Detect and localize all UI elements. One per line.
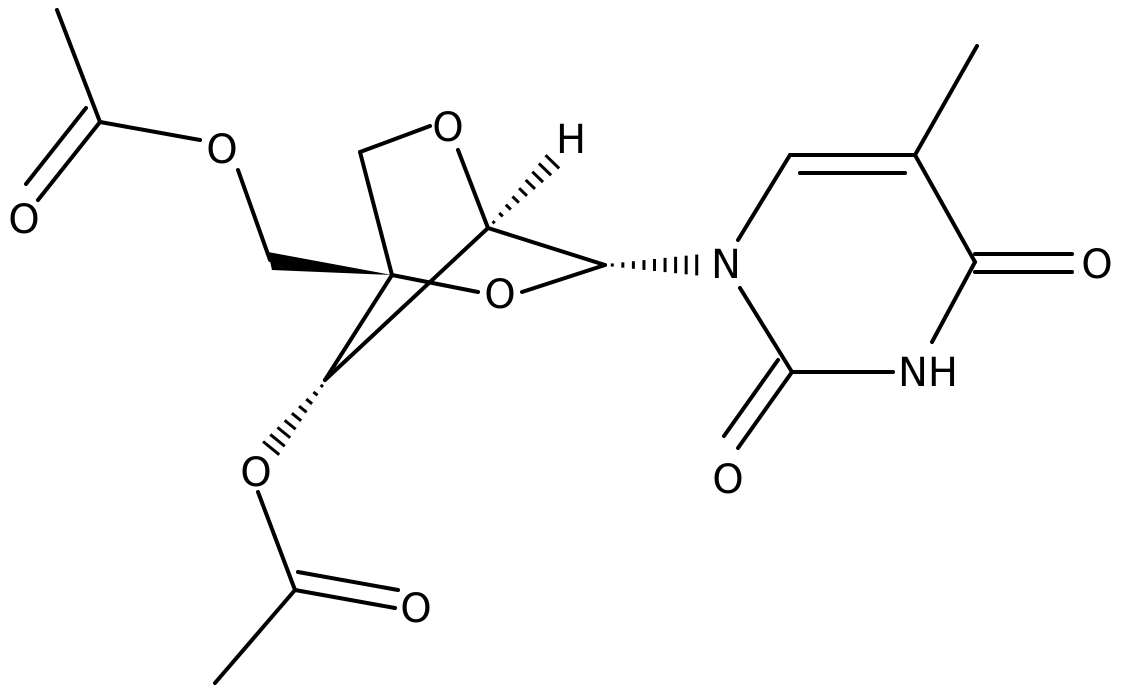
atom-n1: N: [711, 242, 741, 288]
bond-methyl-carbonyl-lower: [213, 588, 297, 685]
hash-bond-c2-h: [491, 154, 561, 225]
atom-label-n: N: [711, 242, 741, 288]
atom-o-carbonyl-upper: O: [8, 197, 39, 243]
atom-label-nh: NH: [898, 350, 958, 396]
atom-o-carbonyl-lower: O: [400, 586, 431, 632]
bond-c5-methyl: [913, 44, 979, 157]
hash-bond-c3-o: [262, 383, 324, 456]
atom-label-h: H: [556, 117, 586, 163]
atom-o-carbonyl-c2: O: [712, 457, 743, 503]
bond-carbonyl-o-upper-1: [36, 120, 102, 202]
atom-labels: O O H N O NH O O O O O: [8, 105, 1112, 632]
bond-c2-o-1: [736, 370, 794, 450]
hash-stroke: [305, 397, 314, 405]
bond-c4-n3: [930, 260, 977, 344]
bond-c4-c3: [323, 273, 394, 382]
bond-o-ring-mid-c4: [390, 273, 480, 294]
bond-c2-c1: [486, 226, 607, 267]
atom-label-o: O: [432, 105, 463, 151]
hash-stroke: [269, 433, 286, 448]
bond-c2-n1: [738, 286, 794, 374]
atom-label-o: O: [484, 272, 515, 318]
atom-label-o: O: [240, 450, 271, 496]
atom-label-o: O: [1081, 242, 1112, 288]
hash-stroke: [531, 170, 545, 184]
hash-stroke: [491, 220, 496, 225]
bond-c5-o-ring-top: [358, 124, 432, 154]
hash-stroke: [290, 412, 303, 422]
atom-o-ring-top: O: [432, 105, 463, 151]
stereo-bonds: [262, 154, 699, 456]
atom-nh: NH: [898, 350, 958, 396]
hash-stroke: [537, 162, 553, 177]
bond-carbonyl-o-lower-2: [296, 570, 400, 592]
bond-c5-c4: [913, 153, 977, 264]
bond-carbonyl-o-lower-1: [293, 588, 397, 610]
bond-o-ring-top-c2: [456, 148, 490, 230]
bond-carbonyl-ester-o-upper: [98, 120, 202, 142]
atom-o-ester-lower: O: [240, 450, 271, 496]
hash-stroke: [524, 178, 537, 191]
hash-stroke: [276, 426, 292, 439]
hash-stroke: [511, 195, 520, 204]
bond-c4-c5: [358, 150, 394, 277]
atom-label-o: O: [400, 586, 431, 632]
atom-o-ester-upper: O: [206, 127, 237, 173]
bond-c2-c3: [323, 226, 490, 382]
hash-stroke: [504, 203, 512, 211]
wedge-bond-c4-ch2: [268, 252, 392, 275]
bond-n1-c6: [736, 153, 792, 242]
hash-stroke: [312, 390, 319, 397]
hash-stroke: [518, 187, 528, 197]
atom-label-o: O: [8, 197, 39, 243]
hash-stroke: [283, 419, 297, 431]
bond-methyl-carbonyl-upper: [55, 8, 102, 124]
hash-stroke: [498, 211, 504, 218]
atom-h-bridge: H: [556, 117, 586, 163]
bond-c2-o-2: [722, 358, 780, 438]
bond-carbonyl-o-upper-2: [24, 106, 88, 186]
hash-bond-c1-n1: [610, 254, 699, 276]
atom-o-ring-mid: O: [484, 272, 515, 318]
atom-o-carbonyl-c4: O: [1081, 242, 1112, 288]
bond-c1-o-ring-mid: [520, 263, 607, 294]
bond-ester-o-carbonyl-lower: [256, 490, 297, 592]
hash-stroke: [298, 404, 308, 414]
hash-stroke: [319, 383, 324, 389]
atom-label-o: O: [712, 457, 743, 503]
bonds: [24, 8, 1074, 685]
hash-stroke: [262, 440, 281, 456]
bond-ester-o-ch2-upper: [236, 168, 272, 262]
atom-label-o: O: [206, 127, 237, 173]
hash-stroke: [544, 154, 561, 170]
